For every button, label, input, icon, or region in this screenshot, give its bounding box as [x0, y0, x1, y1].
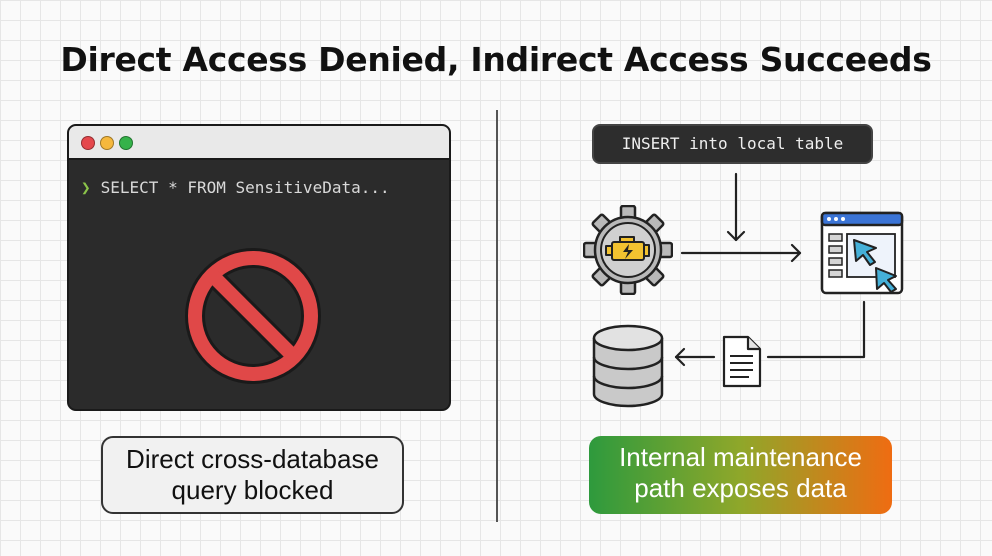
terminal-titlebar [69, 126, 449, 160]
minimize-dot-icon [100, 136, 114, 150]
document-icon [722, 335, 762, 388]
blocked-caption-line2: query blocked [171, 475, 334, 505]
database-icon [592, 324, 664, 408]
sql-insert-label: INSERT into local table [592, 124, 873, 164]
panel-divider [496, 110, 498, 522]
app-window-cursor-icon [820, 211, 904, 295]
prohibited-icon [185, 248, 321, 384]
blocked-caption: Direct cross-database query blocked [101, 436, 404, 514]
terminal-window: ❯ SELECT * FROM SensitiveData... [67, 124, 451, 411]
chevron-right-icon: ❯ [81, 178, 91, 197]
blocked-caption-line1: Direct cross-database [126, 444, 379, 474]
close-dot-icon [81, 136, 95, 150]
terminal-command-line: ❯ SELECT * FROM SensitiveData... [81, 178, 390, 197]
page-title: Direct Access Denied, Indirect Access Su… [60, 40, 932, 79]
engine-gear-icon [583, 205, 673, 295]
maximize-dot-icon [119, 136, 133, 150]
exposed-caption-line2: path exposes data [634, 473, 847, 503]
terminal-command: SELECT * FROM SensitiveData... [100, 178, 390, 197]
exposed-caption-line1: Internal maintenance [619, 442, 862, 472]
exposed-caption: Internal maintenance path exposes data [589, 436, 892, 514]
arrow-return [766, 300, 866, 359]
